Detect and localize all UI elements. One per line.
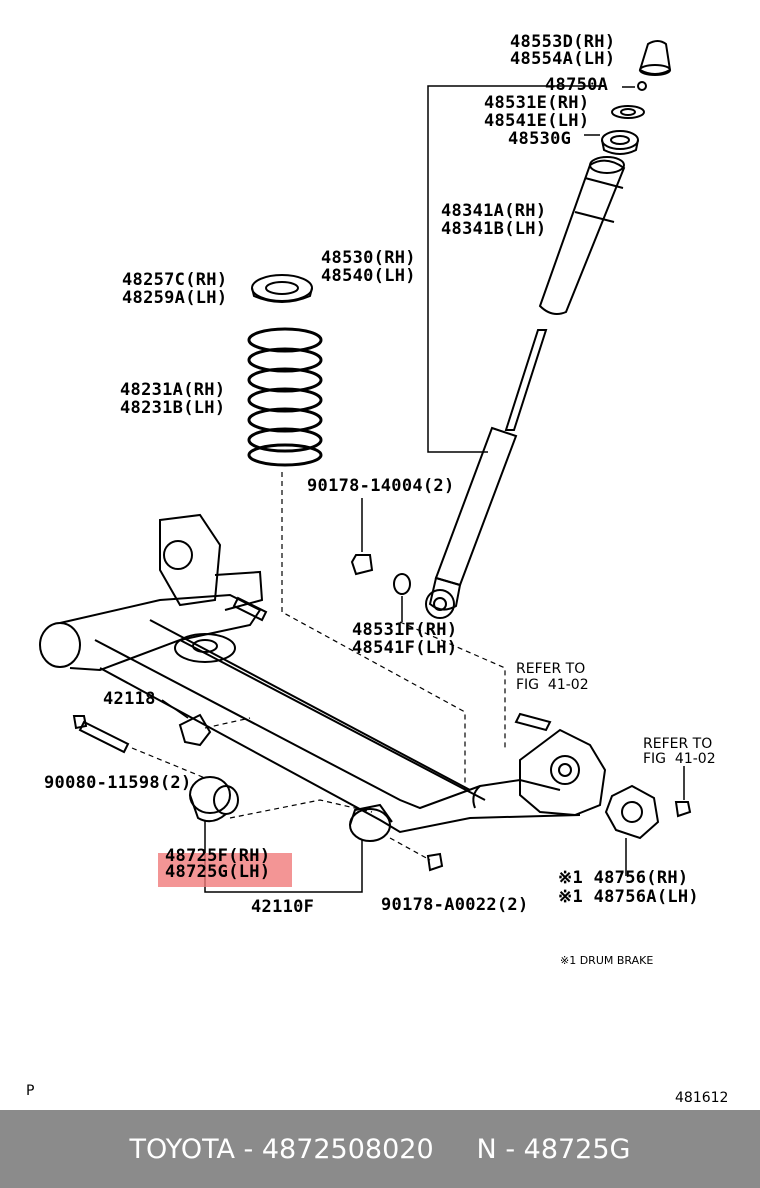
hub-plate-48756-part (604, 784, 660, 840)
label-48750a: 48750A (545, 75, 609, 95)
label-refer-1a: REFER TO (516, 661, 586, 677)
label-42118: 42118 (103, 689, 156, 709)
bushing-48725-part (189, 776, 239, 823)
bracket-42118-part (178, 713, 212, 747)
label-48531f: 48531F(RH) (352, 620, 458, 640)
label-42110f: 42110F (251, 897, 315, 917)
insulator-48531e-part (611, 105, 645, 119)
label-48341b: 48341B(LH) (441, 219, 547, 239)
leader-48530 (427, 85, 600, 453)
label-48756: ※1 48756(RH) (558, 868, 689, 888)
label-48231a: 48231A(RH) (120, 380, 226, 400)
bolt-90080-part (72, 715, 130, 754)
highlight-48725g (158, 853, 292, 887)
dust-boot-48341-part (538, 156, 626, 315)
label-48530g: 48530G (508, 129, 572, 149)
page-marker: P (26, 1083, 35, 1099)
nut-90178-14004-part (350, 554, 374, 576)
label-refer-2a: REFER TO (643, 736, 713, 752)
label-48540: 48540(LH) (321, 266, 416, 286)
shock-absorber-48530-part (425, 329, 548, 619)
label-refer-1b: FIG 41-02 (516, 677, 589, 693)
label-refer-2b: FIG 41-02 (643, 751, 716, 767)
washer-48531f-part (393, 573, 411, 595)
diagram-number: 481612 (675, 1090, 729, 1106)
label-48531e: 48531E(RH) (484, 93, 590, 113)
spring-seat-48257c-part (251, 274, 313, 303)
bump-stopper-part (638, 40, 672, 76)
coil-spring-48231-part (247, 327, 323, 467)
nut-48750a-part (637, 81, 647, 91)
label-48553d: 48553D(RH) (510, 32, 616, 52)
support-48530g-part (601, 130, 639, 155)
label-48541e: 48541E(LH) (484, 111, 590, 131)
label-90178-a0022: 90178-A0022(2) (381, 895, 529, 915)
label-48725g: 48725G(LH) (165, 862, 271, 882)
footer-bar: TOYOTA - 4872508020 N - 48725G (0, 1110, 760, 1188)
note-drum-brake: ※1 DRUM BRAKE (560, 954, 654, 967)
nut-90178-a0022-part (426, 852, 444, 872)
label-48541f: 48541F(LH) (352, 638, 458, 658)
label-90178-14004: 90178-14004(2) (307, 476, 455, 496)
label-48259a: 48259A(LH) (122, 288, 228, 308)
label-48341a: 48341A(RH) (441, 201, 547, 221)
label-48725f: 48725F(RH) (165, 846, 271, 866)
footer-text: TOYOTA - 4872508020 N - 48725G (129, 1133, 631, 1165)
label-48257c: 48257C(RH) (122, 270, 228, 290)
label-48554a: 48554A(LH) (510, 49, 616, 69)
label-48530: 48530(RH) (321, 248, 416, 268)
label-48231b: 48231B(LH) (120, 398, 226, 418)
label-48756a: ※1 48756A(LH) (558, 887, 699, 907)
parts-diagram (39, 40, 692, 893)
label-90080-11598: 90080-11598(2) (44, 773, 192, 793)
